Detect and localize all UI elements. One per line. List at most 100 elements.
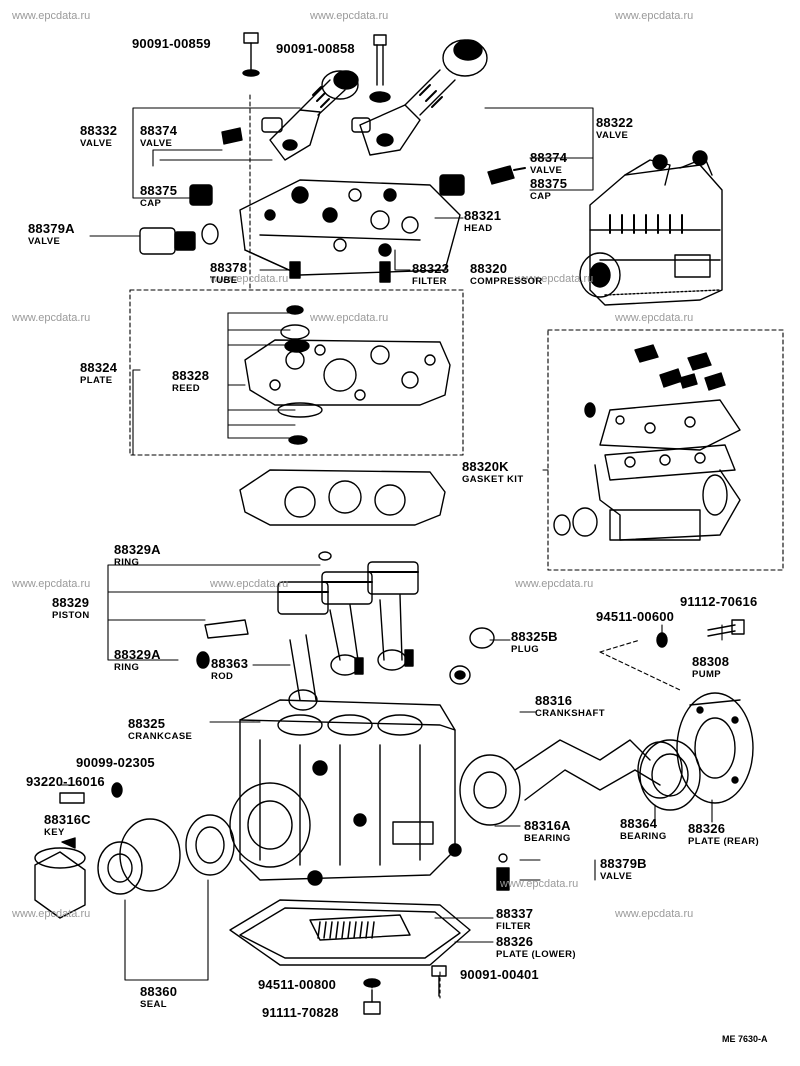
part-number-88329: 88329 [52, 595, 90, 610]
crankcase-88325 [239, 699, 462, 886]
part-name-88326-rear: PLATE (REAR) [688, 836, 760, 847]
part-name-88326-lower: PLATE (LOWER) [496, 949, 576, 960]
bearing-88364 [639, 739, 701, 811]
washer-90099-02305 [111, 782, 123, 798]
part-name-88308: PUMP [692, 669, 722, 680]
part-number-88374-right: 88374 [530, 150, 568, 165]
connecting-rods-88363 [288, 594, 414, 711]
filter-88337 [309, 914, 411, 941]
part-number-88316C: 88316C [44, 812, 91, 827]
part-number-88360: 88360 [140, 984, 178, 999]
part-name-88375-right: CAP [530, 191, 552, 202]
part-name-88364: BEARING [620, 831, 667, 842]
part-name-88322: VALVE [596, 130, 629, 141]
part-name-88320: COMPRESSOR [470, 276, 543, 287]
part-number-88326-rear: 88326 [688, 821, 726, 836]
watermark: www.epcdata.ru [515, 578, 594, 590]
valve-88374-left [221, 127, 243, 145]
key-88316C [61, 837, 76, 849]
part-name-88329A-bottom: RING [114, 662, 140, 673]
part-name-88328: REED [172, 383, 200, 394]
part-name-88321: HEAD [464, 223, 493, 234]
valve-88332-fitting [261, 70, 359, 161]
watermark: www.epcdata.ru [515, 273, 594, 285]
part-name-88360: SEAL [140, 999, 167, 1010]
watermark: www.epcdata.ru [615, 908, 694, 920]
part-name-88379B: VALVE [600, 871, 633, 882]
part-number-88323: 88323 [412, 261, 450, 276]
part-number-88378: 88378 [210, 260, 248, 275]
cylinder-head-88321 [239, 179, 461, 283]
part-number-90091-00858: 90091-00858 [276, 41, 355, 56]
cap-88375-right [439, 174, 465, 196]
part-number-90091-00401: 90091-00401 [460, 967, 539, 982]
bolt-91112-70616 [707, 619, 745, 637]
bolt-91111-70828 [363, 989, 381, 1015]
watermark: www.epcdata.ru [12, 908, 91, 920]
part-name-88325B: PLUG [511, 644, 539, 655]
pulley-cap [34, 847, 86, 919]
bolt-93220-16016 [59, 792, 85, 804]
rear-plate-88326 [676, 692, 754, 804]
part-number-88337: 88337 [496, 906, 534, 921]
part-number-93220-16016: 93220-16016 [26, 774, 105, 789]
part-name-88324: PLATE [80, 375, 113, 386]
watermark: www.epcdata.ru [12, 10, 91, 22]
part-number-88320K: 88320K [462, 459, 509, 474]
part-number-88326-lower: 88326 [496, 934, 534, 949]
seal-88360 [97, 814, 235, 895]
part-number-88329A-top: 88329A [114, 542, 161, 557]
watermark: www.epcdata.ru [310, 10, 389, 22]
crankshaft-88316 [459, 739, 683, 826]
valve-plate-88324 [244, 339, 451, 406]
part-number-88375-right: 88375 [530, 176, 568, 191]
bolt-90091-00858 [369, 34, 391, 103]
part-name-88374-right: VALVE [530, 165, 563, 176]
watermark: www.epcdata.ru [210, 578, 289, 590]
watermark: www.epcdata.ru [500, 878, 579, 890]
part-number-90099-02305: 90099-02305 [76, 755, 155, 770]
bolt-90091-00859 [242, 32, 260, 77]
part-number-91112-70616: 91112-70616 [680, 594, 758, 609]
part-name-88320K: GASKET KIT [462, 474, 524, 485]
watermark: www.epcdata.ru [12, 578, 91, 590]
part-number-94511-00800: 94511-00800 [258, 977, 337, 992]
part-name-88363: ROD [211, 671, 234, 682]
part-name-88374-left: VALVE [140, 138, 173, 149]
part-number-88308: 88308 [692, 654, 730, 669]
reed-88328 [277, 305, 323, 445]
part-number-88364: 88364 [620, 816, 658, 831]
watermark: www.epcdata.ru [615, 10, 694, 22]
part-number-88332: 88332 [80, 123, 118, 138]
part-number-88325B: 88325B [511, 629, 558, 644]
part-number-88374-left: 88374 [140, 123, 178, 138]
compressor-assembly-88320 [579, 150, 723, 306]
part-number-88324: 88324 [80, 360, 118, 375]
part-name-88329A-top: RING [114, 557, 140, 568]
part-number-88379A: 88379A [28, 221, 75, 236]
watermark: www.epcdata.ru [12, 312, 91, 324]
part-number-94511-00600: 94511-00600 [596, 609, 675, 624]
front-housing [229, 782, 311, 868]
diagram-code: ME 7630-A [722, 1034, 768, 1044]
part-number-88322: 88322 [596, 115, 634, 130]
part-name-88316C: KEY [44, 827, 65, 838]
part-name-88378: TUBE [210, 275, 238, 286]
part-number-88316A: 88316A [524, 818, 571, 833]
part-name-88329: PISTON [52, 610, 90, 621]
part-name-88323: FILTER [412, 276, 447, 287]
part-name-88316A: BEARING [524, 833, 571, 844]
washer-94511-00600 [656, 632, 668, 648]
plug-88325B [449, 627, 495, 685]
cap-88375-left [189, 184, 213, 206]
part-name-88379A: VALVE [28, 236, 61, 247]
part-number-88379B: 88379B [600, 856, 647, 871]
valve-88379B [496, 853, 510, 891]
part-name-88325: CRANKCASE [128, 731, 193, 742]
lower-plate-88326 [229, 899, 471, 966]
ring-88329A-bottom [196, 651, 210, 669]
part-number-91111-70828: 91111-70828 [262, 1005, 339, 1020]
part-name-88332: VALVE [80, 138, 113, 149]
